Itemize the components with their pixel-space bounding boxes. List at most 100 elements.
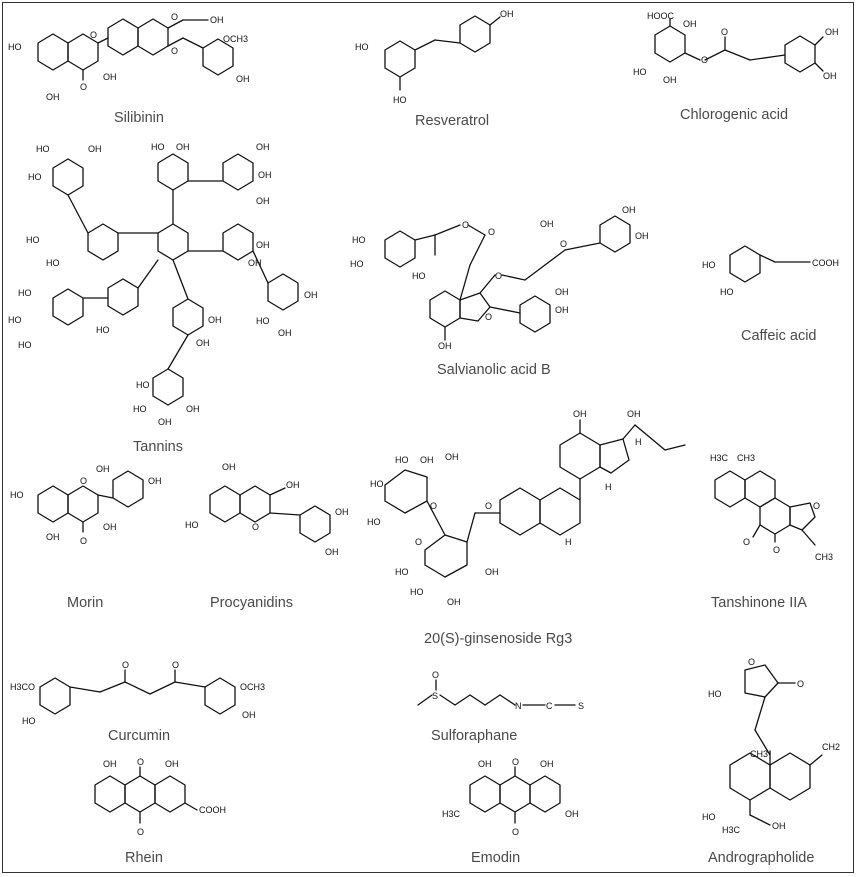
atom-label: HO [395,567,409,577]
atom-label: OH [663,75,677,85]
atom-label: O [560,239,567,249]
compound-label-sulforaphane: Sulforaphane [431,728,518,744]
compound-label-morin: Morin [67,595,104,611]
atom-label: N [515,701,522,711]
atom-label: OH [196,338,210,348]
atom-label: O [137,757,144,767]
atom-label: OH [256,142,270,152]
compound-label-chlorogenic-acid: Chlorogenic acid [680,107,789,123]
compound-label-curcumin: Curcumin [108,728,171,744]
atom-label: HO [8,42,22,52]
atom-label: OH [478,759,492,769]
atom-label: OH [242,710,256,720]
atom-label: OH [447,597,461,607]
atom-label: HO [355,42,369,52]
atom-label: OH [438,341,452,351]
atom-label: CH3 [750,749,768,759]
compound-label-tannins: Tannins [133,439,183,455]
atom-label: OH [278,328,292,338]
atom-label: H [605,482,612,492]
atom-label: HO [720,287,734,297]
atom-label: O [512,757,519,767]
atom-label: O [748,657,755,667]
atom-label: OH [248,258,262,268]
atom-label: HO [702,260,716,270]
curcumin-structure: H3CO HO O O OCH3 OH [10,660,265,726]
atom-label: HO [410,587,424,597]
atom-label: OH [540,219,554,229]
compound-label-tanshinone-iia: Tanshinone IIA [711,595,807,611]
atom-label: O [171,46,178,56]
atom-label: HO [22,716,36,726]
atom-label: H [565,537,572,547]
salvianolic-acid-b-structure: HO HO HO O O O OH O OH OH O OH OH OH [350,205,649,351]
compound-label-emodin: Emodin [471,850,521,866]
tanshinone-iia-structure: H3C CH3 O O O CH3 [710,453,833,562]
atom-label: H3C [722,825,741,835]
atom-label: O [488,227,495,237]
andrographolide-structure: O O HO CH3 CH2 HO H3C OH [702,657,840,835]
atom-label: HO [708,689,722,699]
atom-label: OH [823,71,837,81]
atom-label: OH [210,15,224,25]
atom-label: CH3 [815,552,833,562]
atom-label: O [80,82,87,92]
atom-label: HO [46,258,60,268]
atom-label: COOH [812,258,839,268]
atom-label: HO [702,812,716,822]
atom-label: OH [176,142,190,152]
atom-label: OH [222,462,236,472]
atom-label: OH [304,290,318,300]
atom-label: CH3 [737,453,755,463]
atom-label: OCH3 [240,682,265,692]
atom-label: S [578,701,584,711]
compound-label-procyanidins: Procyanidins [210,595,294,611]
atom-label: H [635,437,642,447]
atom-label: O [80,536,87,546]
atom-label: HO [26,235,40,245]
atom-label: OH [555,305,569,315]
atom-label: HO [367,517,381,527]
atom-label: HO [412,271,426,281]
morin-structure: HO O OH OH OH O OH [10,464,162,546]
atom-label: O [462,220,469,230]
atom-label: OH [420,455,434,465]
compound-label-ginsenoside-rg3: 20(S)-ginsenoside Rg3 [424,631,573,647]
atom-label: OH [103,522,117,532]
emodin-structure: OH O OH H3C O OH [442,757,579,837]
atom-label: HO [136,380,150,390]
compound-label-salvianolic-acid-b: Salvianolic acid B [437,362,551,378]
atom-label: OH [445,452,459,462]
atom-label: OH [772,821,786,831]
atom-label: O [90,30,97,40]
atom-label: OH [103,72,117,82]
atom-label: O [430,501,437,511]
atom-label: O [415,537,422,547]
chlorogenic-acid-structure: HOOC OH HO OH O O OH OH [633,11,839,85]
atom-label: HO [18,340,32,350]
atom-label: OH [46,92,60,102]
atom-label: OH [208,315,222,325]
tannins-structure: HO OH HO HO OH OH OH OH HO HO OH OH HO H… [8,142,318,427]
resveratrol-structure: HO HO OH [355,9,514,105]
atom-label: OH [500,9,514,19]
atom-label: HO [28,172,42,182]
atom-label: O [797,679,804,689]
atom-label: O [813,501,820,511]
compound-label-resveratrol: Resveratrol [415,113,490,129]
ginsenoside-rg3-structure: OH OH H H H HO OH OH HO HO O O O HO OH H… [367,409,686,607]
atom-label: O [743,537,750,547]
atom-label: OH [627,409,641,419]
atom-label: HO [10,490,24,500]
atom-label: OH [286,480,300,490]
atom-label: O [432,670,439,680]
atom-label: C [546,701,553,711]
atom-label: H3C [442,809,461,819]
atom-label: O [137,827,144,837]
atom-label: O [701,55,708,65]
atom-label: O [172,660,179,670]
atom-label: O [512,827,519,837]
atom-label: HO [151,142,165,152]
atom-label: O [485,312,492,322]
